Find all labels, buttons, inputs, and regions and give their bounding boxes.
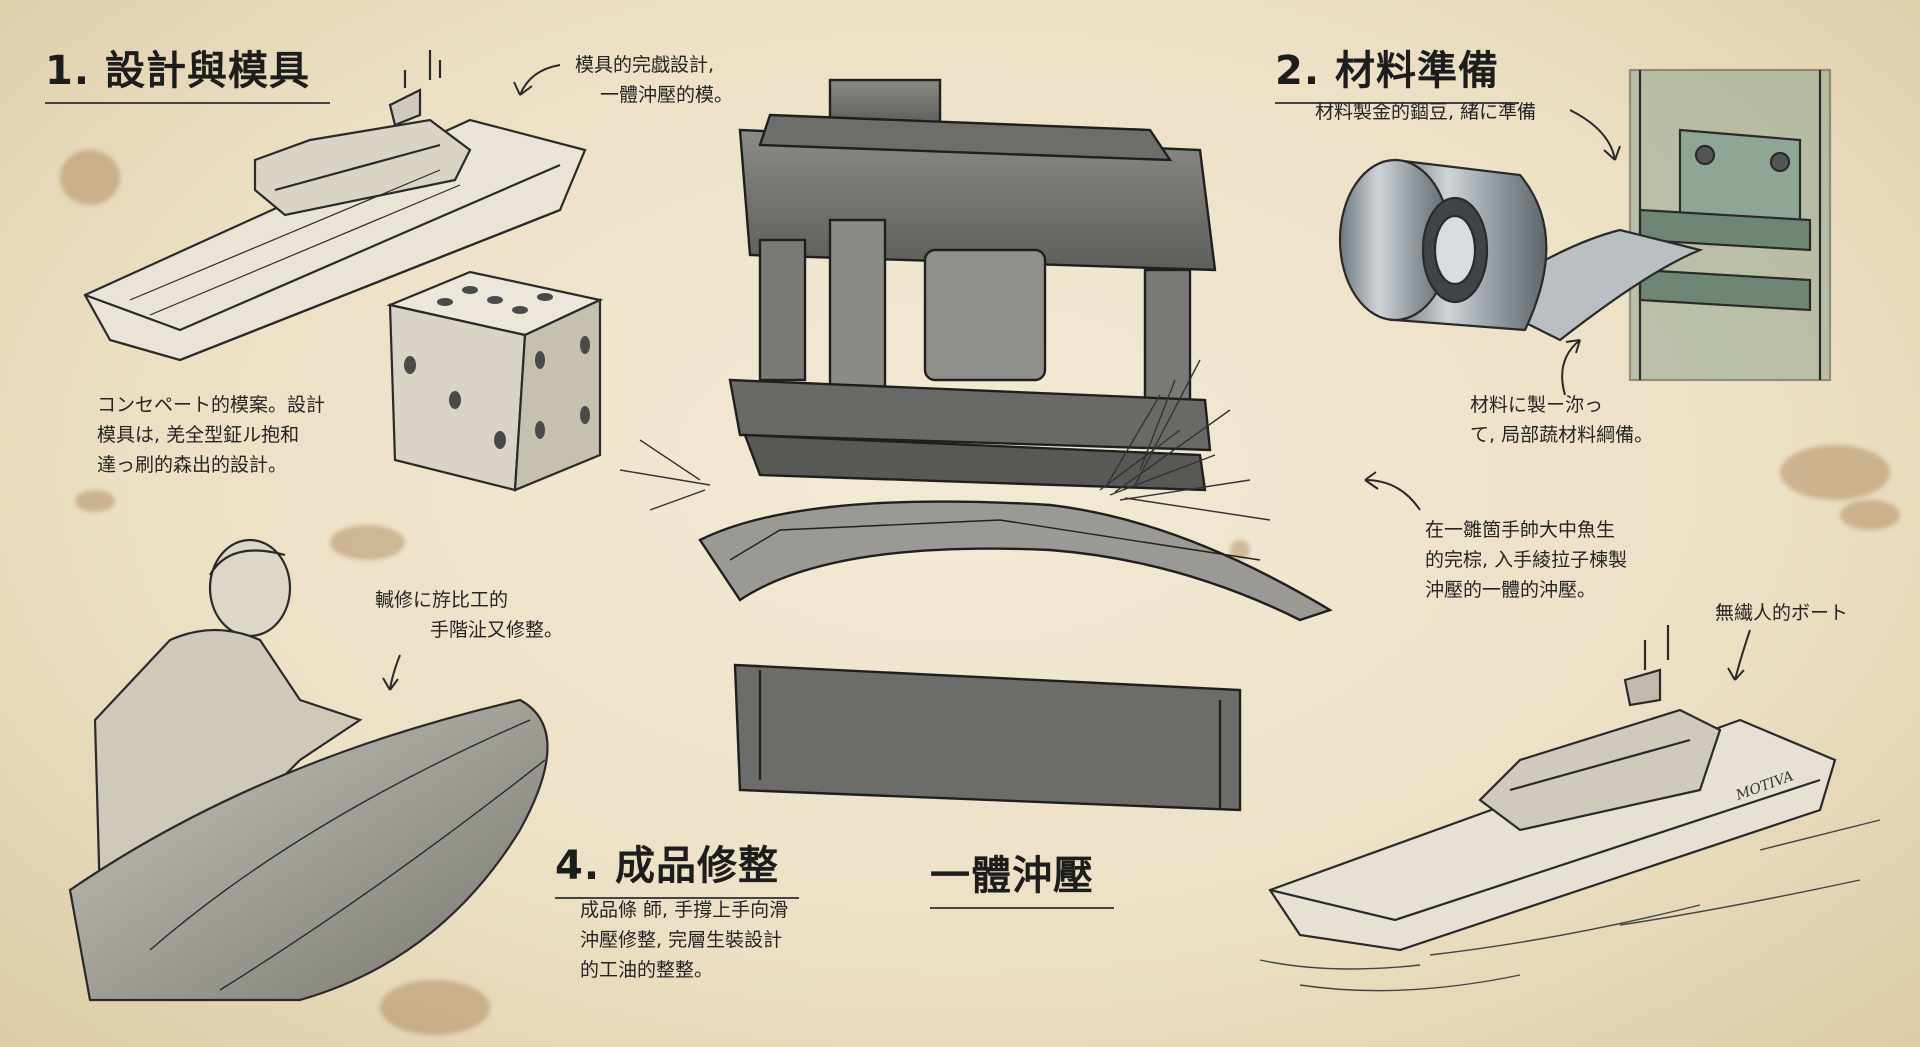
note-line: 模具的完戯設計,	[575, 54, 715, 76]
note-finishing: 成品條 師, 手撐上手向滑 沖壓修整, 完層生裝設計 的工油的整整。	[580, 895, 788, 985]
dice-mold-sketch	[386, 270, 604, 492]
note-line: 模具は, 羌全型鉦ル抱和	[97, 424, 300, 446]
arrow-head-icon	[1727, 667, 1745, 681]
note-line: 沖壓的一體的沖壓。	[1425, 579, 1597, 601]
note-material-top: 材料製金的錮豆, 緒に準備	[1315, 97, 1536, 127]
note-boat: 無繊人的ボート	[1715, 598, 1848, 628]
steel-coil-sketch	[1338, 158, 1704, 342]
note-line: 無繊人的ボート	[1715, 602, 1849, 624]
note-line: 一體沖壓的模。	[600, 84, 734, 106]
stain-spot	[75, 490, 115, 512]
stain-spot	[380, 980, 490, 1035]
note-line: 的工油的整整。	[580, 959, 714, 981]
note-line: 材料製金的錮豆, 緒に準備	[1315, 101, 1537, 123]
arrow-icon	[1734, 629, 1751, 681]
arrow-icon	[519, 64, 561, 96]
arrow-icon	[1569, 109, 1616, 161]
arrow-head-icon	[1603, 145, 1621, 161]
step4-heading: 4. 成品修整	[555, 833, 799, 899]
note-line: 輱修に斿比工的	[375, 589, 509, 611]
arrow-head-icon	[382, 677, 399, 691]
note-concept: コンセペート的模案。設計 模具は, 羌全型鉦ル抱和 達っ刷的森出的設計。	[97, 390, 325, 480]
boat-model-sketch	[83, 50, 587, 362]
note-line: 材料に製ー沵っ	[1470, 394, 1604, 416]
note-line: 成品條 師, 手撐上手向滑	[580, 899, 789, 921]
arrow-icon	[1561, 339, 1581, 396]
stain-spot	[1230, 540, 1250, 560]
note-line: 在一雛箇手帥大中魚生	[1425, 519, 1616, 541]
arrow-head-icon	[513, 81, 533, 96]
note-material-bottom: 材料に製ー沵っ て, 局部蔬材料綱備。	[1470, 390, 1653, 450]
stain-spot	[1840, 500, 1900, 530]
step2-heading: 2. 材料準備	[1275, 38, 1519, 104]
finished-boat-sketch	[1268, 625, 1837, 952]
arrow-icon	[1364, 479, 1421, 511]
center-heading: 一體沖壓	[930, 843, 1114, 909]
sparks-sketch	[619, 359, 1271, 521]
boat-hull-sketch	[68, 698, 549, 1002]
stain-spot	[330, 525, 405, 560]
step1-heading: 1. 設計與模具	[45, 38, 330, 104]
note-line: 的完棕, 入手綾拉子楝製	[1425, 549, 1628, 571]
arrow-head-icon	[1565, 339, 1581, 354]
arrow-icon	[389, 654, 401, 691]
note-craftsman: 輱修に斿比工的 手階沚又修整。	[375, 585, 563, 645]
note-line: て, 局部蔬材料綱備。	[1470, 424, 1654, 446]
note-line: 達っ刷的森出的設計。	[97, 454, 288, 476]
note-line: 沖壓修整, 完層生裝設計	[580, 929, 783, 951]
note-line: コンセペート的模案。設計	[97, 394, 326, 416]
note-press: 在一雛箇手帥大中魚生 的完棕, 入手綾拉子楝製 沖壓的一體的沖壓。	[1425, 515, 1627, 605]
water-lines	[1259, 819, 1881, 992]
stain-spot	[1780, 445, 1890, 500]
stain-spot	[60, 150, 120, 205]
note-mold: 模具的完戯設計, 一體沖壓的模。	[575, 50, 733, 110]
note-line: 手階沚又修整。	[430, 619, 564, 641]
arrow-head-icon	[1364, 471, 1379, 490]
rolling-stand-sketch	[1628, 68, 1832, 382]
annotation-arrows	[382, 64, 1751, 691]
hydraulic-press-sketch	[698, 78, 1333, 812]
